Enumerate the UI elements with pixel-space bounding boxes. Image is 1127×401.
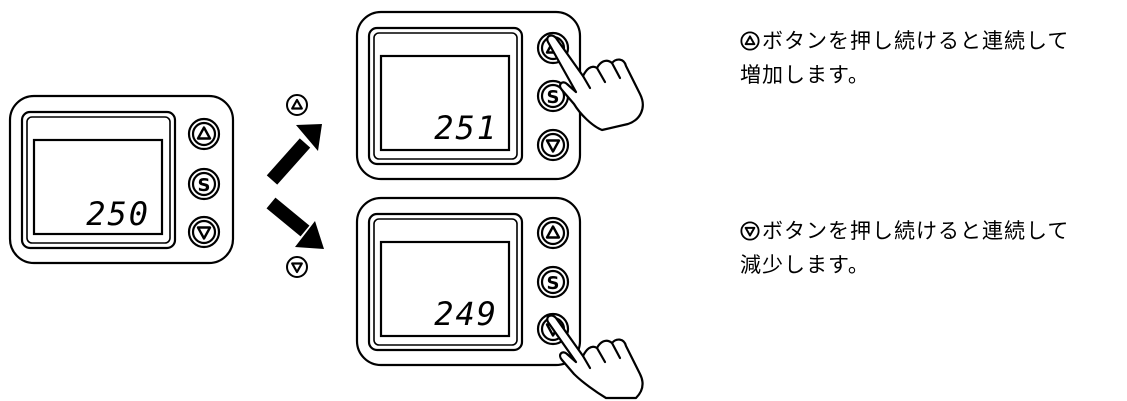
display-bezel-inner (373, 218, 518, 346)
down-instruction-line1: ボタンを押し続けると連続して (740, 214, 1069, 248)
arrow-down-right-icon (266, 197, 324, 249)
display-screen (32, 138, 164, 236)
arrow-up-right-icon (266, 124, 322, 185)
set-button[interactable]: S (536, 79, 570, 113)
up-instruction-line1: ボタンを押し続けると連続して (740, 24, 1069, 58)
down-triangle-icon (740, 221, 760, 241)
display-screen (379, 54, 511, 152)
down-instruction-text1: ボタンを押し続けると連続して (762, 219, 1070, 243)
display-reading: 249 (434, 295, 498, 333)
up-instruction: ボタンを押し続けると連続して 増加します。 (740, 24, 1069, 92)
up-button[interactable] (187, 117, 221, 151)
device-initial: 250 S (8, 94, 235, 265)
up-button[interactable] (536, 216, 570, 250)
pressing-hand-icon (546, 314, 644, 400)
set-button-label: S (547, 87, 560, 108)
up-instruction-line2: 増加します。 (740, 63, 870, 87)
down-triangle-icon (285, 255, 309, 279)
down-instruction: ボタンを押し続けると連続して 減少します。 (740, 214, 1069, 282)
display-screen (379, 240, 511, 338)
device-after-up: 251 S (355, 10, 644, 181)
down-button[interactable] (187, 215, 221, 249)
display-bezel-inner (26, 116, 171, 244)
display-reading: 250 (86, 195, 150, 233)
set-button-label: S (547, 273, 560, 294)
up-instruction-text1: ボタンを押し続けると連続して (762, 29, 1070, 53)
set-button-label: S (198, 175, 211, 196)
up-triangle-icon (740, 31, 760, 51)
down-button[interactable] (536, 128, 570, 162)
pressing-hand-icon (546, 34, 644, 132)
set-button[interactable]: S (536, 265, 570, 299)
set-button[interactable]: S (187, 167, 221, 201)
device-after-down: 249 S (355, 196, 644, 400)
up-triangle-icon (285, 93, 309, 117)
display-bezel-inner (373, 32, 518, 160)
display-reading: 251 (434, 109, 498, 147)
down-instruction-line2: 減少します。 (740, 253, 870, 277)
